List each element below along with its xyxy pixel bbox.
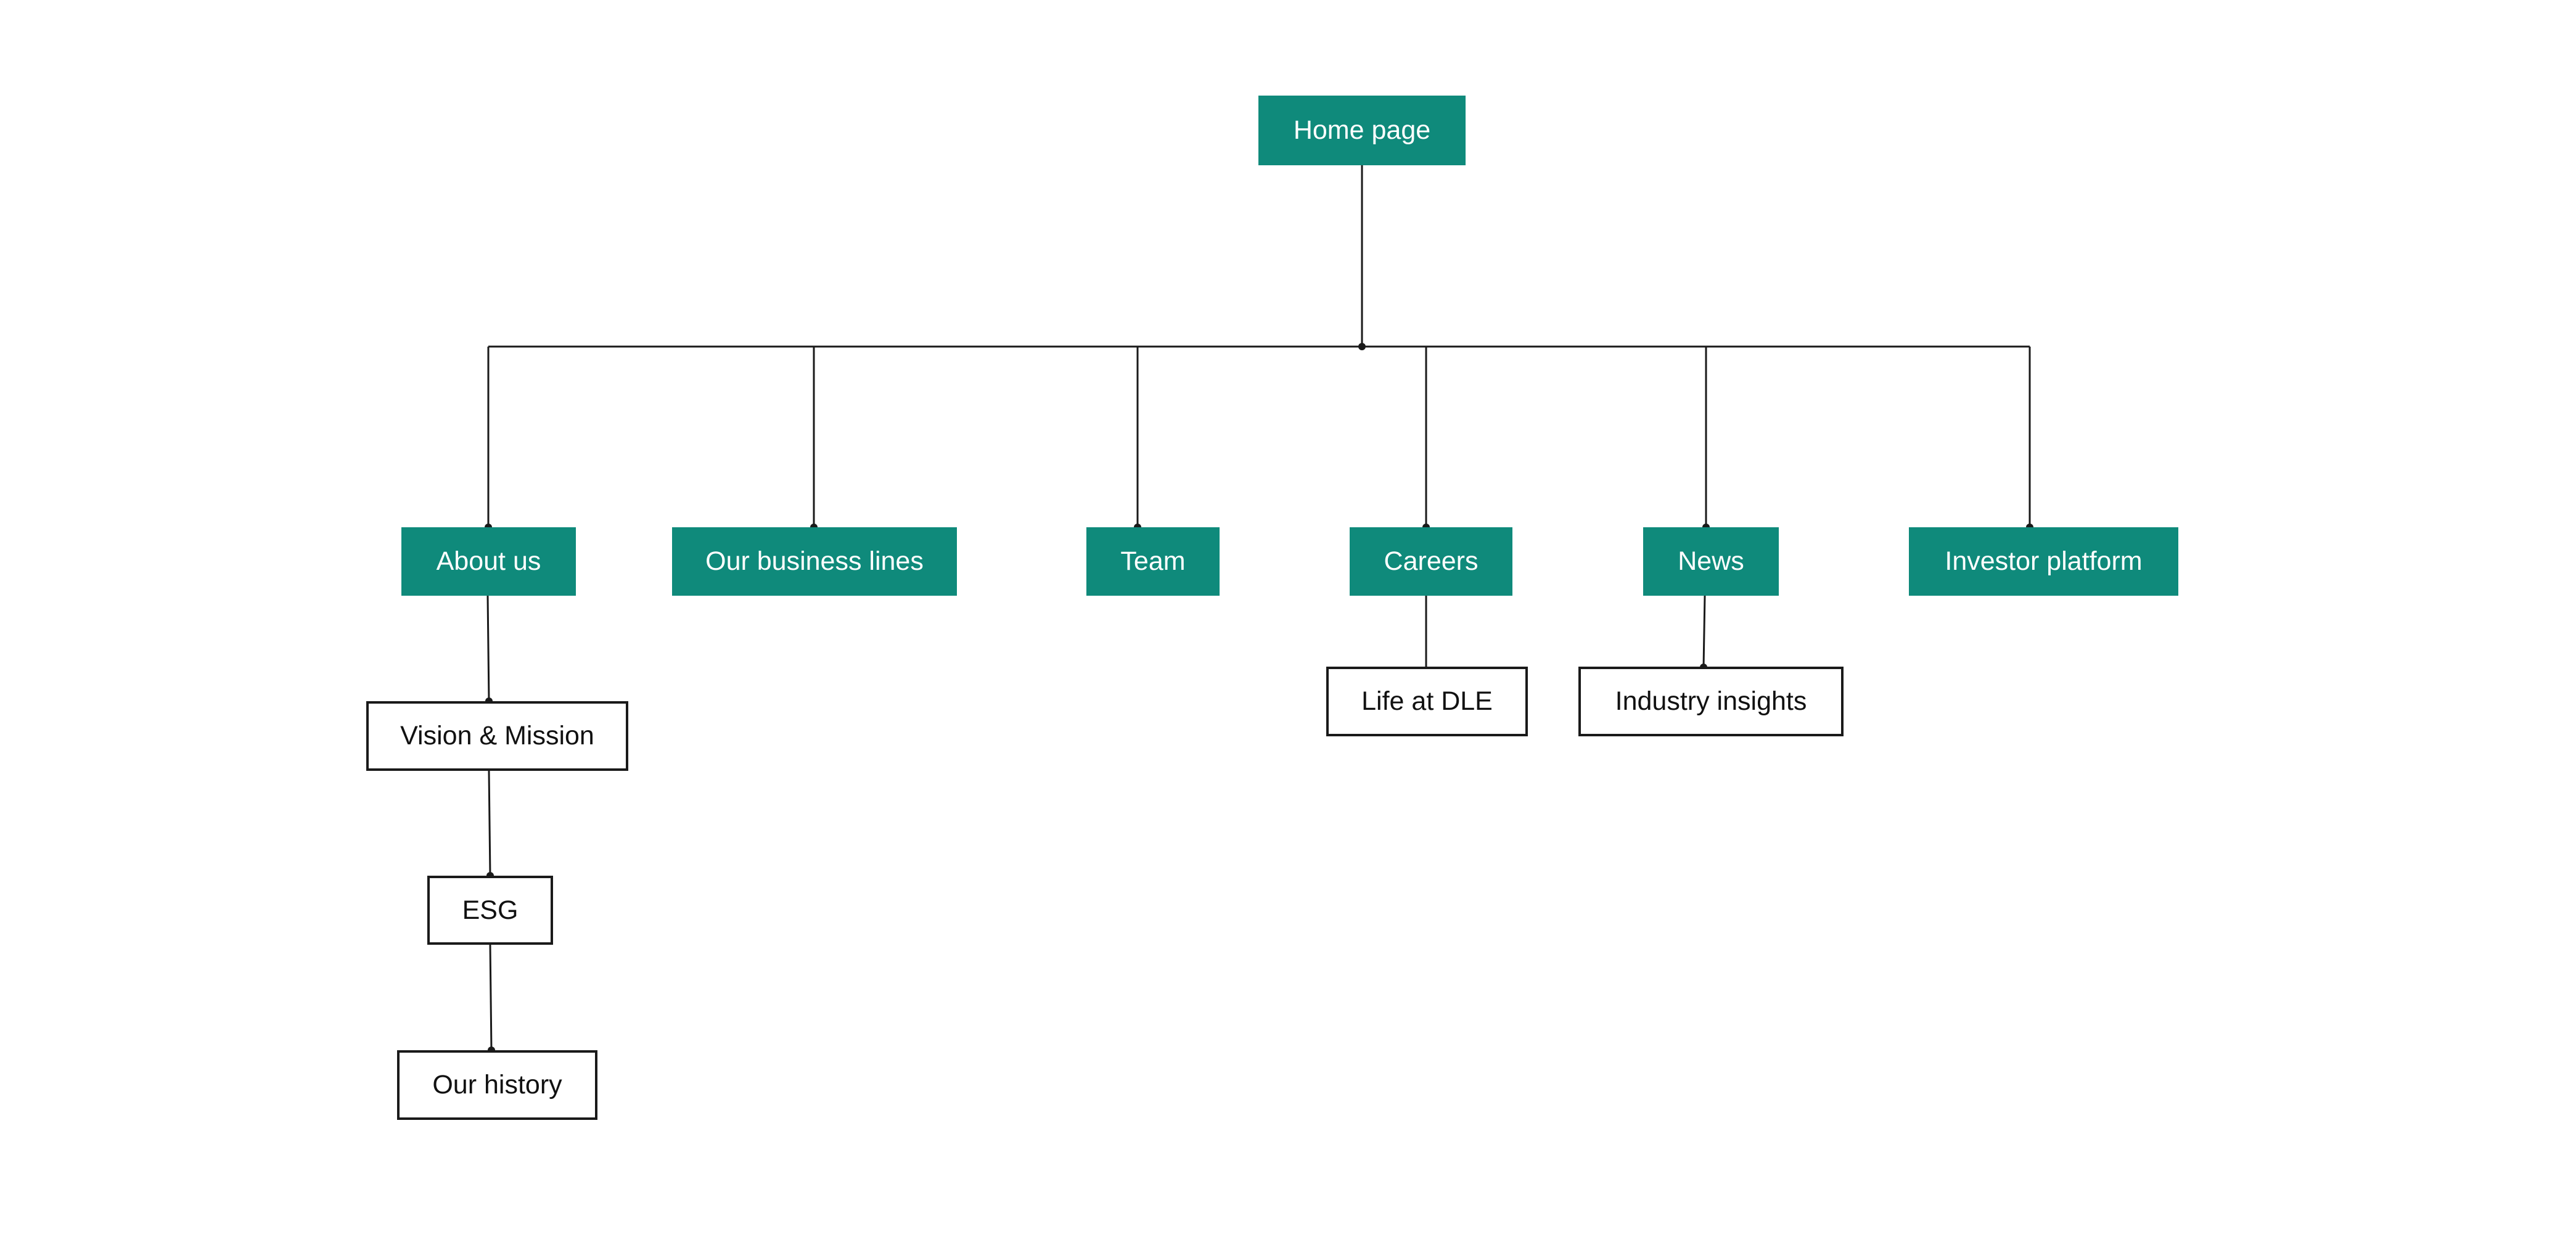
connector-vision-esg [488,770,491,876]
connector-esg-history [489,944,493,1051]
connector-news-insights [1702,595,1706,668]
node-life-at-dle[interactable]: Life at DLE [1326,667,1528,736]
node-industry-insights[interactable]: Industry insights [1578,667,1844,736]
node-our-business-lines[interactable]: Our business lines [672,527,957,596]
node-vision-mission[interactable]: Vision & Mission [366,701,628,771]
node-team[interactable]: Team [1086,527,1220,596]
node-our-history[interactable]: Our history [397,1050,597,1120]
node-esg[interactable]: ESG [427,876,553,945]
node-about-us[interactable]: About us [401,527,576,596]
node-home-page[interactable]: Home page [1258,96,1466,165]
connector-dot [1358,343,1366,350]
node-careers[interactable]: Careers [1350,527,1512,596]
connector-about-vision [486,595,490,702]
node-news[interactable]: News [1643,527,1779,596]
node-investor-platform[interactable]: Investor platform [1909,527,2178,596]
